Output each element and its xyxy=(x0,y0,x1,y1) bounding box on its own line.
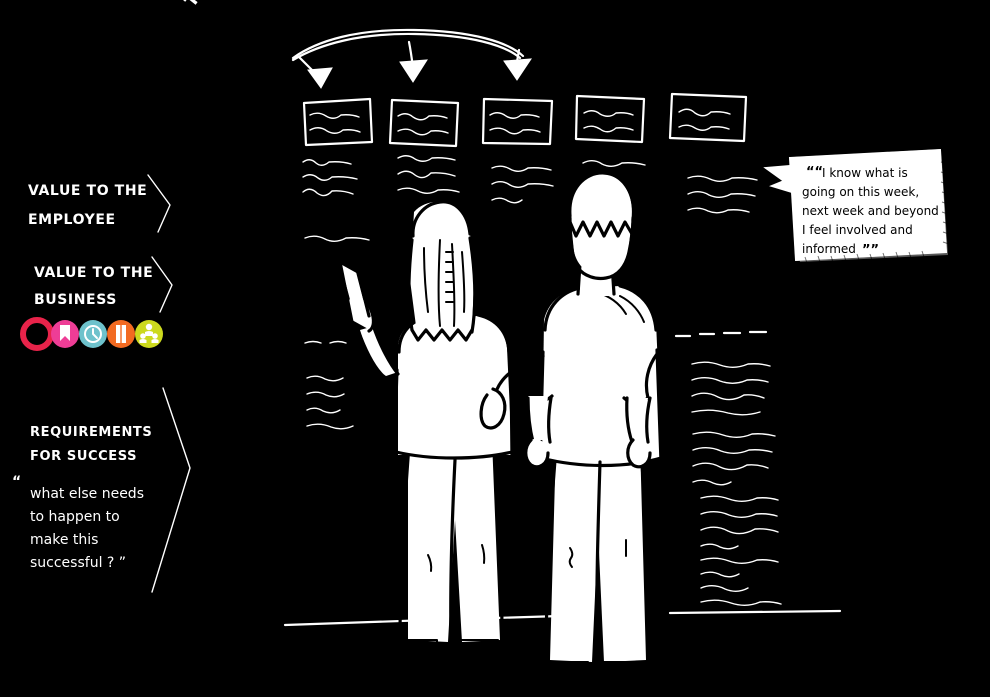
left-label-requirements: REQUIREMENTS FOR SUCCESS “ what else nee… xyxy=(12,387,191,593)
note-group xyxy=(397,155,460,194)
idea-card[interactable] xyxy=(668,92,748,143)
speech-bubble: ““ I know what is going on this week, ne… xyxy=(763,148,950,264)
bubble-line-1: I know what is xyxy=(822,166,908,180)
label-value-business-line2: BUSINESS xyxy=(34,292,117,308)
label-requirements-line2: FOR SUCCESS xyxy=(30,449,137,464)
arrowhead-2 xyxy=(399,59,428,83)
people-icon[interactable] xyxy=(135,320,163,348)
ground-line xyxy=(283,609,842,627)
arrowhead-1 xyxy=(307,67,333,89)
bubble-open-quote: ““ xyxy=(806,165,823,180)
note-group xyxy=(700,495,779,550)
requirements-quote-line2: to happen to xyxy=(30,509,120,525)
idea-cards xyxy=(302,92,748,148)
bracket-chevron-1 xyxy=(147,174,171,233)
document-icon[interactable] xyxy=(107,320,135,348)
idea-card[interactable] xyxy=(481,97,554,146)
bubble-close-quote: ”” xyxy=(862,243,879,258)
label-value-business-line1: VALUE TO THE xyxy=(34,265,153,281)
clock-icon[interactable] xyxy=(79,320,107,348)
note-group xyxy=(692,431,776,486)
bookmark-icon[interactable] xyxy=(51,320,79,348)
bubble-line-2: going on this week, xyxy=(802,185,919,199)
note-group xyxy=(687,175,758,214)
arrowhead-3 xyxy=(503,58,532,81)
left-label-value-employee: VALUE TO THE EMPLOYEE xyxy=(28,174,171,233)
label-requirements-line1: REQUIREMENTS xyxy=(30,425,152,440)
bubble-line-3: next week and beyond xyxy=(802,204,939,218)
note-group xyxy=(582,160,646,167)
idea-card[interactable] xyxy=(574,94,646,144)
requirements-open-quote: “ xyxy=(12,474,21,490)
note-group xyxy=(306,375,354,430)
bracket-chevron-3 xyxy=(151,387,191,593)
value-icon-row xyxy=(20,317,163,351)
label-value-employee-line2: EMPLOYEE xyxy=(28,212,116,228)
board-arrows xyxy=(291,28,532,89)
left-label-value-business: VALUE TO THE BUSINESS xyxy=(34,256,173,313)
note-group xyxy=(674,330,768,338)
note-group xyxy=(491,165,554,204)
note-group xyxy=(700,557,782,606)
person-long-hair xyxy=(338,200,514,661)
bracket-chevron-2 xyxy=(151,256,173,313)
note-group xyxy=(302,159,358,197)
person-short-hair xyxy=(524,171,663,683)
requirements-quote-line1: what else needs xyxy=(30,486,144,502)
requirements-quote-line4: successful ? ” xyxy=(30,555,126,571)
bubble-line-5: informed xyxy=(802,242,856,256)
label-value-employee-line1: VALUE TO THE xyxy=(28,183,147,199)
board-note-lines xyxy=(302,155,782,606)
note-group xyxy=(304,235,370,242)
note-group xyxy=(691,361,771,416)
idea-card[interactable] xyxy=(388,98,460,148)
idea-card[interactable] xyxy=(302,97,374,147)
bubble-line-4: I feel involved and xyxy=(802,223,913,237)
requirements-quote-line3: make this xyxy=(30,532,98,548)
note-group xyxy=(304,340,347,344)
